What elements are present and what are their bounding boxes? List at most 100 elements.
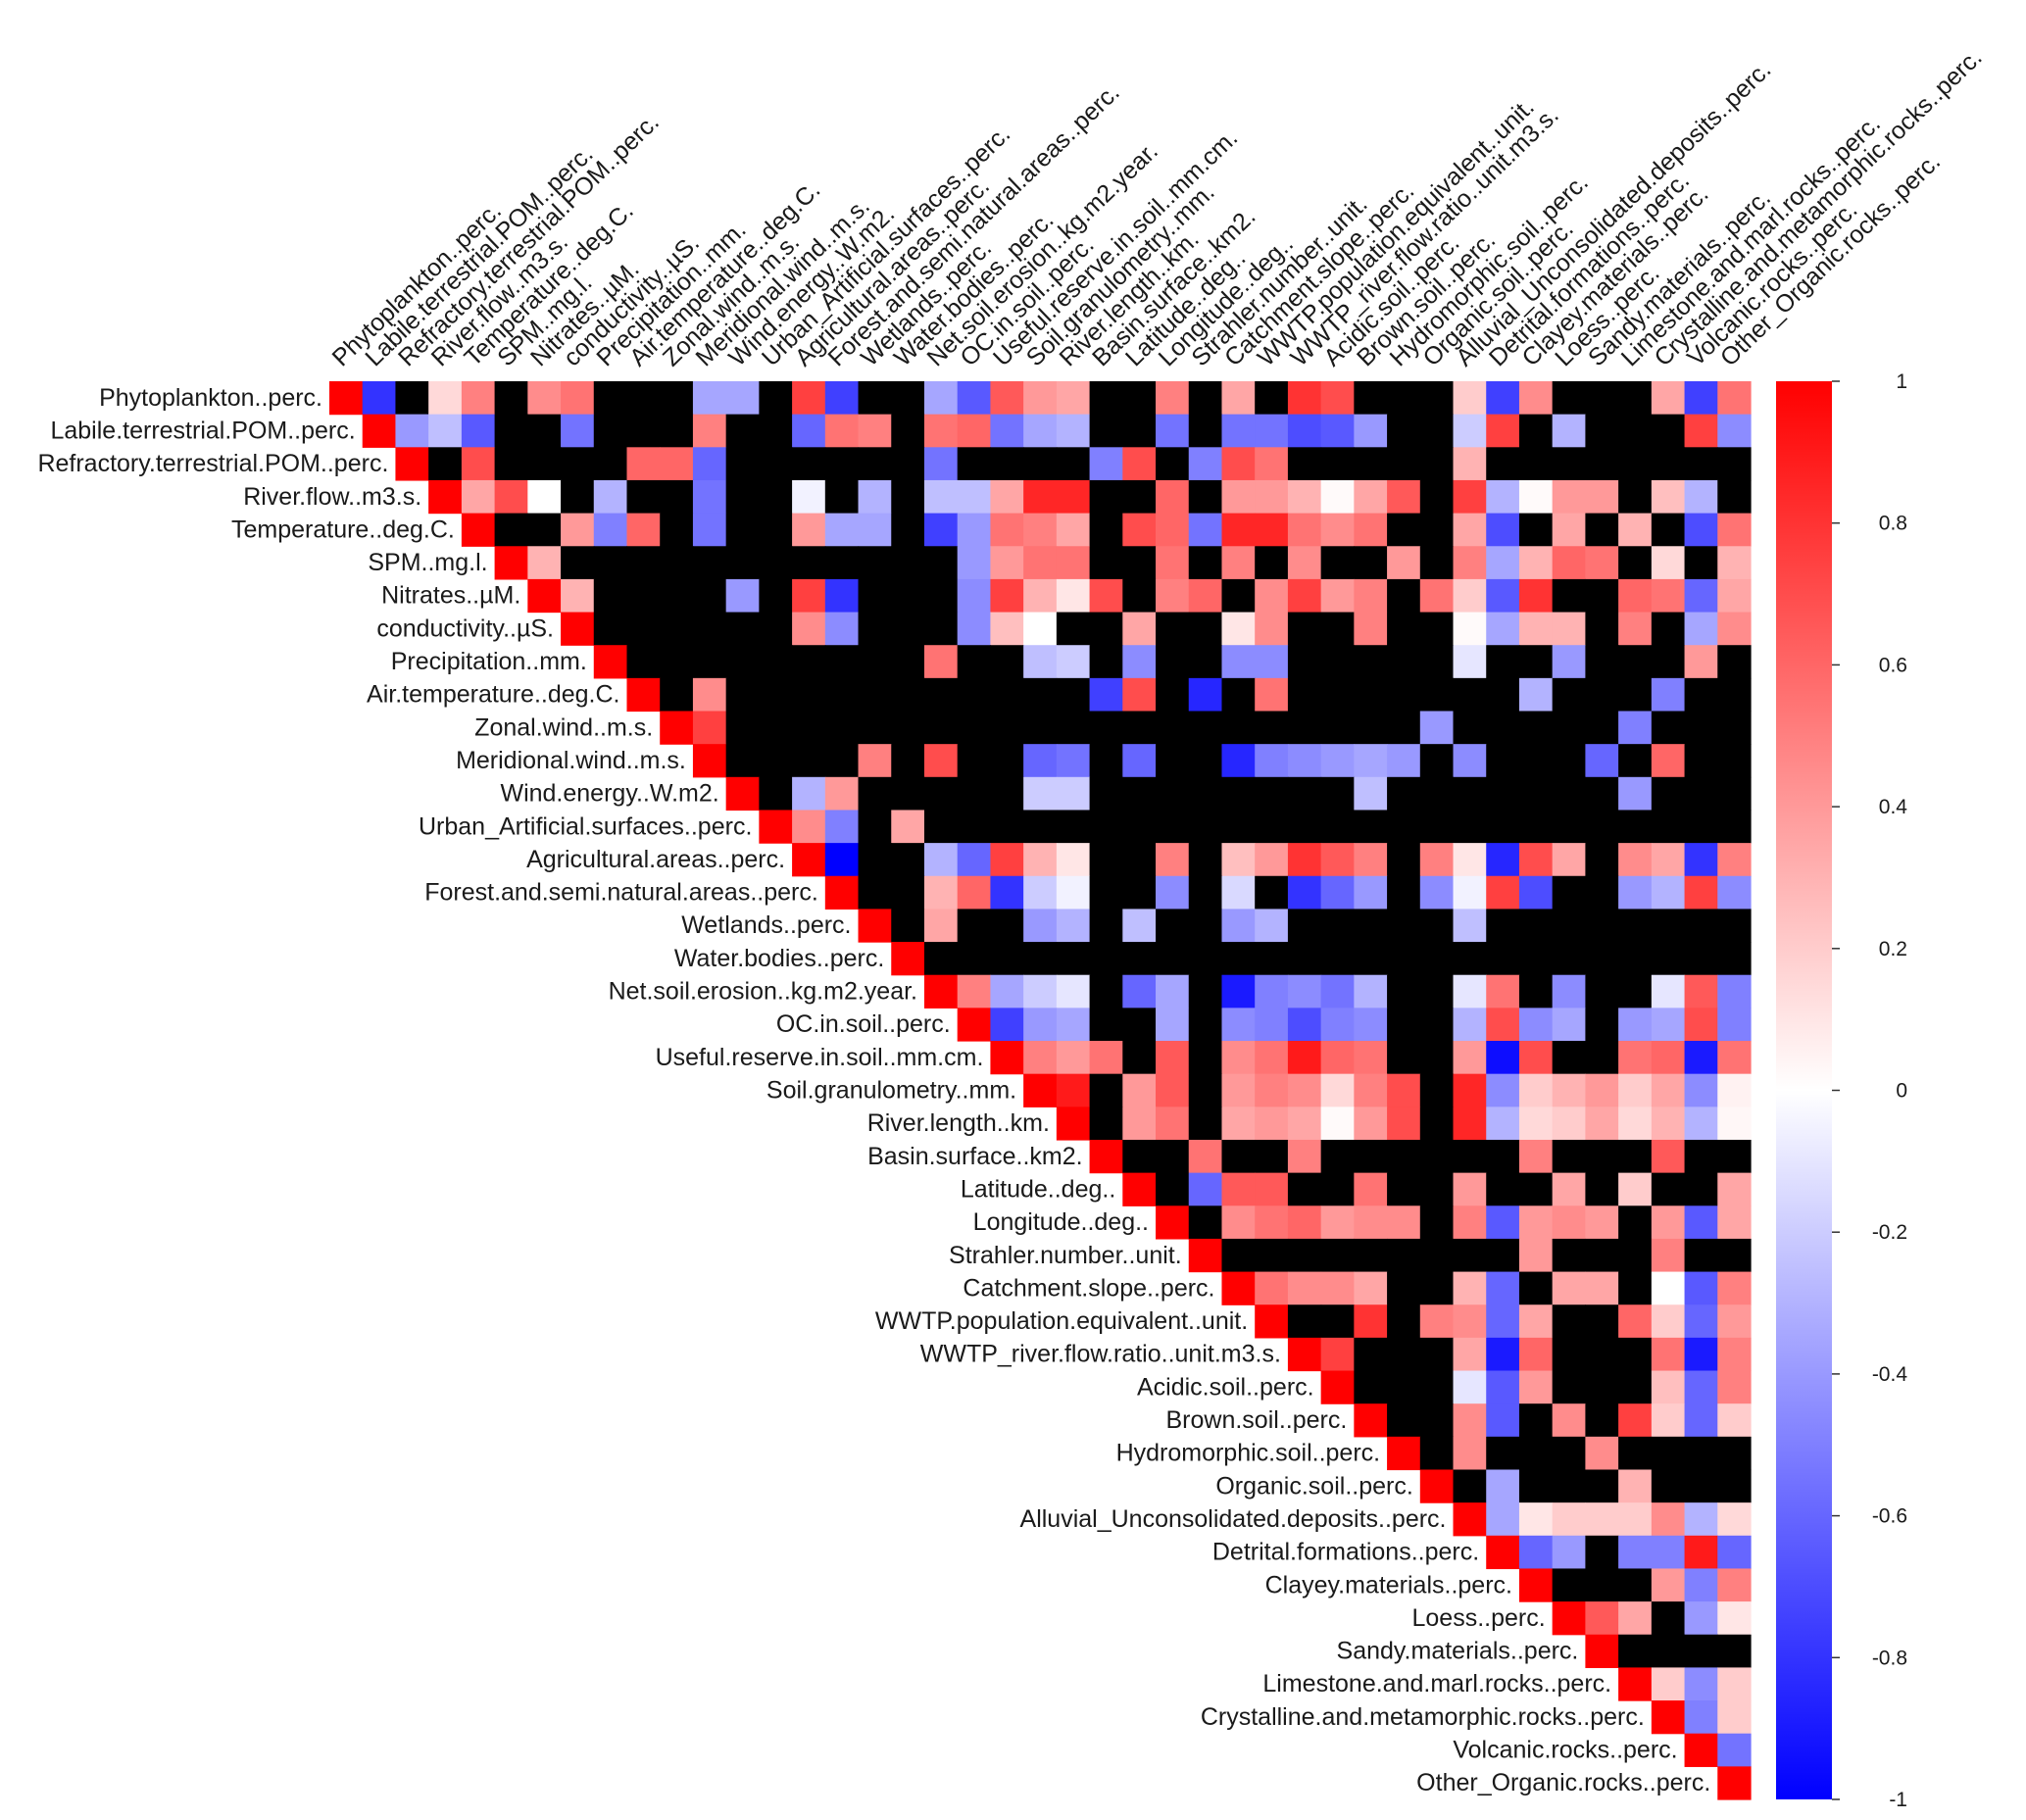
heatmap-cell-17-36 xyxy=(1518,942,1554,976)
heatmap-cell-3-5 xyxy=(494,479,528,515)
heatmap-cell-14-31 xyxy=(1354,843,1388,877)
heatmap-cell-2-37 xyxy=(1552,447,1586,481)
heatmap-cell-23-26 xyxy=(1188,1139,1223,1174)
heatmap-cell-20-28 xyxy=(1255,1041,1289,1075)
row-label: Hydromorphic.soil..perc. xyxy=(1116,1440,1381,1467)
heatmap-cell-13-17 xyxy=(891,810,925,844)
heatmap-cell-19-40 xyxy=(1651,1008,1686,1042)
heatmap-cell-8-30 xyxy=(1320,645,1355,679)
heatmap-cell-6-23 xyxy=(1089,578,1123,614)
heatmap-cell-6-12 xyxy=(725,578,760,614)
heatmap-cell-20-42 xyxy=(1717,1041,1752,1075)
heatmap-cell-21-40 xyxy=(1651,1073,1686,1107)
heatmap-cell-8-16 xyxy=(858,645,892,679)
heatmap-cell-0-36 xyxy=(1518,381,1554,416)
heatmap-cell-4-42 xyxy=(1717,513,1752,547)
heatmap-cell-29-33 xyxy=(1419,1337,1455,1372)
heatmap-cell-17-24 xyxy=(1122,942,1157,976)
heatmap-cell-7-23 xyxy=(1089,612,1123,646)
heatmap-cell-7-38 xyxy=(1585,612,1619,646)
heatmap-cell-39-41 xyxy=(1684,1667,1718,1701)
heatmap-cell-4-9 xyxy=(626,513,661,547)
heatmap-cell-7-21 xyxy=(1023,612,1058,646)
heatmap-cell-22-33 xyxy=(1419,1107,1455,1141)
heatmap-cell-24-39 xyxy=(1618,1172,1653,1206)
heatmap-cell-27-33 xyxy=(1419,1271,1455,1305)
heatmap-cell-20-23 xyxy=(1089,1041,1123,1075)
heatmap-cell-2-26 xyxy=(1188,447,1223,481)
row-label: Precipitation..mm. xyxy=(391,648,587,675)
heatmap-cell-18-29 xyxy=(1287,974,1322,1008)
heatmap-cell-33-39 xyxy=(1618,1469,1653,1503)
heatmap-cell-5-21 xyxy=(1023,546,1058,580)
heatmap-cell-11-39 xyxy=(1618,744,1653,778)
heatmap-cell-9-30 xyxy=(1320,677,1355,713)
heatmap-cell-1-35 xyxy=(1486,414,1520,448)
heatmap-cell-1-18 xyxy=(923,414,959,448)
heatmap-cell-22-42 xyxy=(1717,1107,1752,1141)
heatmap-cell-8-35 xyxy=(1486,645,1520,679)
heatmap-cell-10-30 xyxy=(1320,711,1355,745)
heatmap-cell-11-34 xyxy=(1453,744,1487,778)
heatmap-cell-15-15 xyxy=(824,875,860,910)
heatmap-cell-5-34 xyxy=(1453,546,1487,580)
row-label: Acidic.soil..perc. xyxy=(1137,1373,1314,1401)
heatmap-cell-30-32 xyxy=(1387,1370,1421,1404)
heatmap-cell-7-27 xyxy=(1221,612,1256,646)
heatmap-cell-5-20 xyxy=(990,546,1024,580)
heatmap-cell-21-36 xyxy=(1518,1073,1554,1107)
heatmap-cell-7-29 xyxy=(1287,612,1322,646)
heatmap-cell-21-41 xyxy=(1684,1073,1718,1107)
heatmap-cell-12-32 xyxy=(1387,776,1421,812)
heatmap-cell-6-20 xyxy=(990,578,1024,614)
heatmap-cell-2-2 xyxy=(395,447,429,481)
heatmap-cell-7-17 xyxy=(891,612,925,646)
heatmap-cell-2-17 xyxy=(891,447,925,481)
heatmap-cell-25-29 xyxy=(1287,1205,1322,1240)
heatmap-cell-6-41 xyxy=(1684,578,1718,614)
heatmap-cell-0-34 xyxy=(1453,381,1487,416)
heatmap-cell-8-13 xyxy=(759,645,793,679)
heatmap-cell-18-36 xyxy=(1518,974,1554,1008)
heatmap-cell-10-25 xyxy=(1156,711,1190,745)
heatmap-cell-20-41 xyxy=(1684,1041,1718,1075)
heatmap-cell-5-15 xyxy=(824,546,860,580)
heatmap-cell-10-18 xyxy=(923,711,959,745)
heatmap-cell-17-34 xyxy=(1453,942,1487,976)
heatmap-cell-28-40 xyxy=(1651,1304,1686,1339)
heatmap-cell-3-39 xyxy=(1618,479,1653,515)
heatmap-cell-31-32 xyxy=(1387,1403,1421,1438)
heatmap-cell-21-21 xyxy=(1023,1073,1058,1107)
heatmap-cell-7-19 xyxy=(957,612,992,646)
heatmap-cell-28-39 xyxy=(1618,1304,1653,1339)
heatmap-cell-2-36 xyxy=(1518,447,1554,481)
heatmap-cell-3-11 xyxy=(692,479,727,515)
heatmap-cell-16-42 xyxy=(1717,909,1752,943)
row-label: Useful.reserve.in.soil..mm.cm. xyxy=(656,1044,984,1071)
heatmap-cell-6-33 xyxy=(1419,578,1455,614)
heatmap-cell-19-38 xyxy=(1585,1008,1619,1042)
heatmap-cell-6-39 xyxy=(1618,578,1653,614)
row-label: Sandy.materials..perc. xyxy=(1337,1638,1579,1665)
heatmap-cell-1-37 xyxy=(1552,414,1586,448)
heatmap-cell-20-29 xyxy=(1287,1041,1322,1075)
heatmap-cell-14-19 xyxy=(957,843,992,877)
heatmap-cell-11-18 xyxy=(923,744,959,778)
heatmap-cell-26-26 xyxy=(1188,1238,1223,1273)
row-label: Longitude..deg.. xyxy=(973,1208,1149,1236)
heatmap-cell-1-40 xyxy=(1651,414,1686,448)
heatmap-cell-3-42 xyxy=(1717,479,1752,515)
heatmap-cell-5-40 xyxy=(1651,546,1686,580)
heatmap-cell-15-17 xyxy=(891,875,925,910)
heatmap-cell-8-38 xyxy=(1585,645,1619,679)
heatmap-cell-15-36 xyxy=(1518,875,1554,910)
heatmap-cell-12-12 xyxy=(725,776,760,812)
heatmap-cell-24-25 xyxy=(1156,1172,1190,1206)
heatmap-cell-13-39 xyxy=(1618,810,1653,844)
heatmap-cell-0-13 xyxy=(759,381,793,416)
heatmap-cell-24-38 xyxy=(1585,1172,1619,1206)
heatmap-cell-13-34 xyxy=(1453,810,1487,844)
heatmap-cell-15-29 xyxy=(1287,875,1322,910)
heatmap-cell-35-41 xyxy=(1684,1535,1718,1570)
heatmap-cell-6-36 xyxy=(1518,578,1554,614)
